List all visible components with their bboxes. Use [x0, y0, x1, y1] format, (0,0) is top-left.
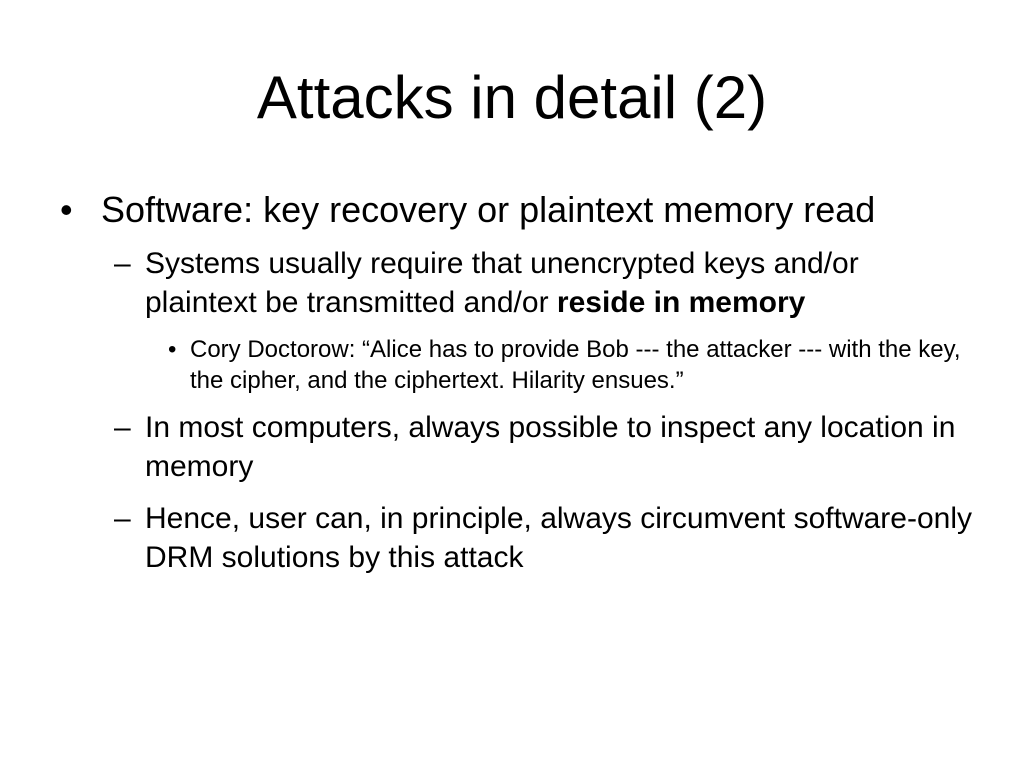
bullet-level3-doctorow-quote: • Cory Doctorow: “Alice has to provide B…	[168, 334, 968, 396]
slide-title: Attacks in detail (2)	[256, 64, 768, 131]
bullet-text: Software: key recovery or plaintext memo…	[101, 189, 876, 230]
bullet-level2-inspect-memory: – In most computers, always possible to …	[114, 408, 974, 486]
bullet-text: Systems usually require that unencrypted…	[145, 244, 974, 322]
bullet-dot-icon: •	[60, 189, 73, 230]
dash-bullet-icon: –	[114, 247, 131, 280]
bullet-text: Hence, user can, in principle, always ci…	[145, 502, 973, 574]
bullet-text: In most computers, always possible to in…	[145, 411, 956, 483]
bullet-level1-software: • Software: key recovery or plaintext me…	[60, 188, 980, 232]
bullet-text-bold: reside in memory	[556, 286, 806, 319]
bullet-level2-systems: – Systems usually require that unencrypt…	[114, 244, 974, 322]
dash-bullet-icon: –	[114, 502, 131, 535]
dash-bullet-icon: –	[114, 411, 131, 444]
bullet-level2-circumvent-drm: – Hence, user can, in principle, always …	[114, 499, 974, 577]
bullet-text: Cory Doctorow: “Alice has to provide Bob…	[190, 336, 961, 394]
bullet-text-plain: Systems usually require that unencrypted…	[145, 247, 859, 319]
bullet-dot-icon: •	[168, 336, 177, 363]
